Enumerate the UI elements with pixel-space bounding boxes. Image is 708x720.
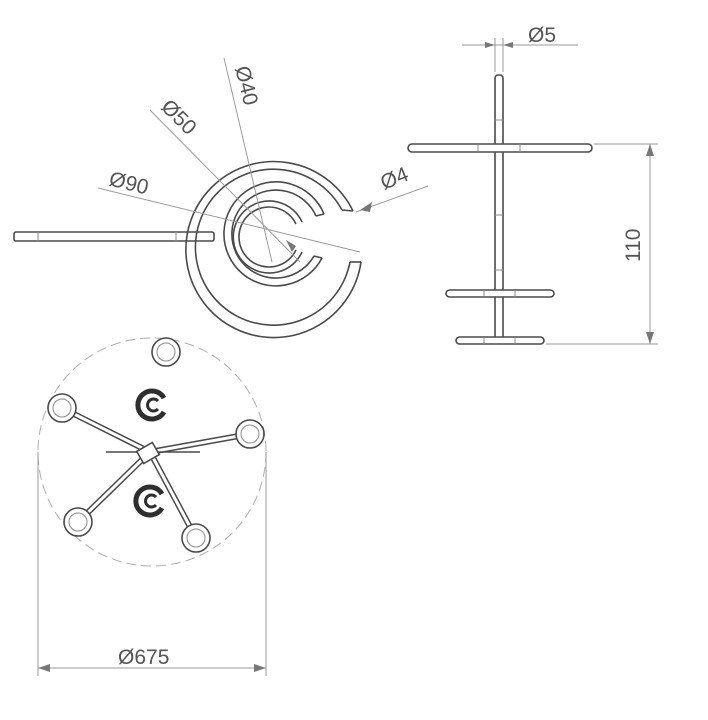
ring-top-view — [13, 57, 429, 339]
dim-outer-ring: Ø90 — [107, 168, 151, 200]
arm — [149, 431, 251, 455]
side-view — [407, 38, 658, 345]
dim-inner-ring: Ø40 — [230, 64, 262, 108]
plan-c-ring — [135, 388, 167, 422]
end-cup — [151, 337, 181, 367]
top-cross-bar — [407, 143, 593, 153]
arm — [147, 450, 199, 540]
end-cup — [63, 507, 93, 537]
end-cup — [47, 393, 77, 423]
end-cup — [235, 419, 265, 449]
dim-wire: Ø4 — [377, 163, 412, 195]
center-hub — [135, 441, 161, 465]
dim-middle-ring: Ø50 — [156, 95, 200, 139]
end-cup — [181, 523, 211, 553]
outer-c-ring — [185, 160, 362, 339]
middle-cross-bar — [445, 289, 555, 298]
inner-c-ring — [232, 200, 303, 274]
arm — [60, 405, 152, 455]
plan-c-ring — [133, 484, 165, 518]
plan-view — [37, 337, 267, 676]
dim-height: 110 — [622, 229, 645, 262]
arm — [75, 449, 153, 525]
bottom-cross-bar — [455, 336, 545, 345]
arm — [148, 354, 168, 453]
shaft — [494, 74, 504, 341]
ring-arm-bar — [13, 231, 215, 242]
middle-c-ring — [223, 181, 325, 287]
dim-shaft: Ø5 — [528, 24, 556, 47]
dim-overall: Ø675 — [118, 646, 169, 669]
